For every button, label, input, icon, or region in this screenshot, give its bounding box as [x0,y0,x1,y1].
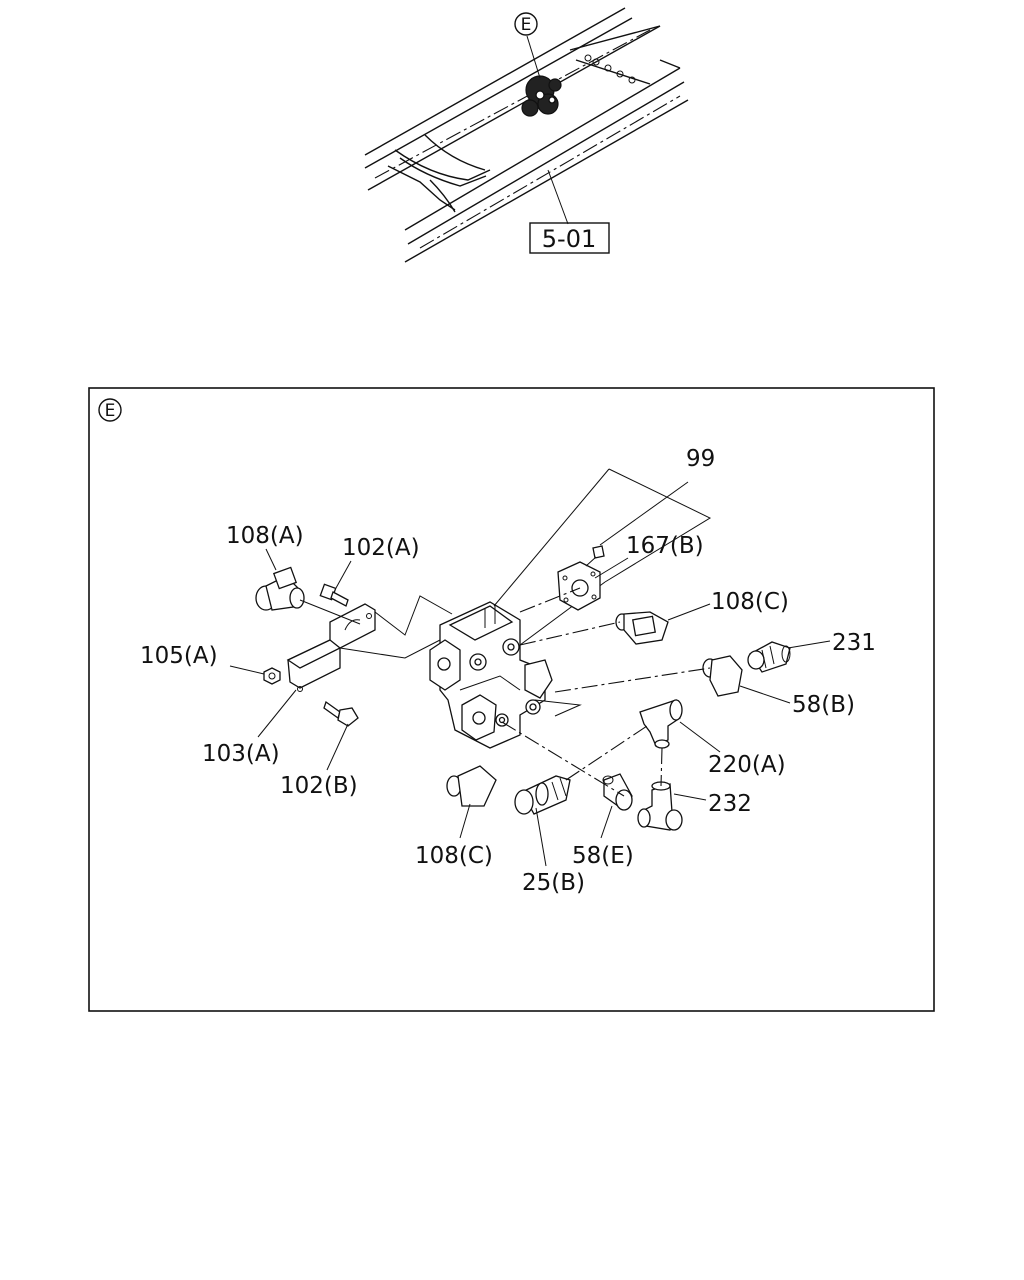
label-102b: 102(B) [280,773,358,799]
label-102a: 102(A) [342,535,420,561]
detail-frame [88,387,935,1012]
mounting-bracket [286,603,376,692]
screw-99 [585,545,605,567]
label-232: 232 [708,791,752,817]
elbow-fitting-108c-right [615,611,669,645]
nut-105a [263,667,281,685]
label-220a: 220(A) [708,752,786,778]
fitting-58e [602,773,633,811]
label-167b: 167(B) [626,533,704,559]
label-25b: 25(B) [522,870,585,896]
connector-231 [747,641,791,673]
frame-rail-view [364,7,689,263]
flange-167b [557,561,601,611]
reference-box[interactable]: 5-01 [529,222,610,254]
label-231: 231 [832,630,876,656]
relay-valve-location [521,75,562,117]
svg-text:E: E [105,401,116,421]
label-108c-bottom: 108(C) [415,843,493,869]
relay-valve-body [429,601,553,749]
label-58e: 58(E) [572,843,634,869]
svg-text:E: E [521,15,532,35]
label-103a: 103(A) [202,741,280,767]
bolt-102b [323,700,359,727]
detail-view-marker: E [98,398,122,422]
label-108c-right: 108(C) [711,589,789,615]
bolt-102a [319,583,349,607]
tee-fitting-220a [639,699,683,749]
label-58b: 58(B) [792,692,855,718]
elbow-fitting-108a [255,566,305,611]
svg-text:5-01: 5-01 [542,225,596,253]
label-99: 99 [686,446,715,472]
elbow-fitting-58b [702,655,743,697]
tee-fitting-232 [637,781,683,831]
label-108a: 108(A) [226,523,304,549]
label-105a: 105(A) [140,643,218,669]
switch-25b [514,775,571,815]
elbow-fitting-108c-bottom [446,765,497,807]
top-view-marker: E [514,12,538,36]
